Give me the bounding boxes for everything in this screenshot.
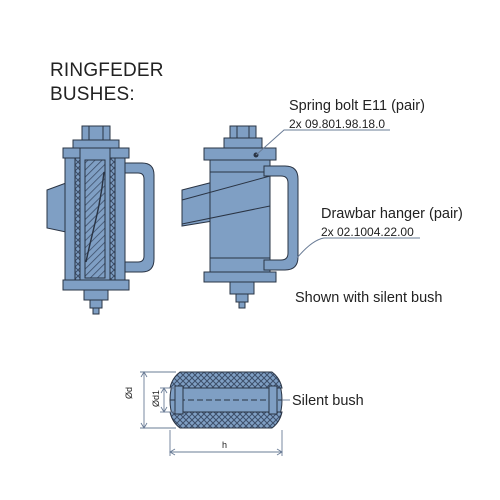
spring-bolt-part-number: 2x 09.801.98.18.0 [289, 117, 386, 131]
outer-diameter-dimension: Ød [124, 386, 134, 399]
heading-line-2: BUSHES: [50, 84, 135, 105]
sectioned-bush-assembly [46, 125, 155, 315]
length-dimension: h [222, 440, 228, 450]
spring-bolt-label: Spring bolt E11 (pair) [289, 98, 425, 114]
external-bush-assembly [181, 125, 299, 309]
drawbar-hanger-part-number: 2x 02.1004.22.00 [321, 225, 414, 239]
dimension-lines [140, 371, 290, 456]
silent-bush-label: Silent bush [292, 393, 364, 409]
silent-bush-drawing [169, 371, 283, 429]
leader-lines [255, 129, 420, 259]
assembly-note: Shown with silent bush [295, 290, 443, 306]
drawbar-hanger-label: Drawbar hanger (pair) [321, 206, 463, 222]
heading-line-1: RINGFEDER [50, 60, 164, 81]
inner-diameter-dimension: Ød1 [151, 389, 161, 407]
